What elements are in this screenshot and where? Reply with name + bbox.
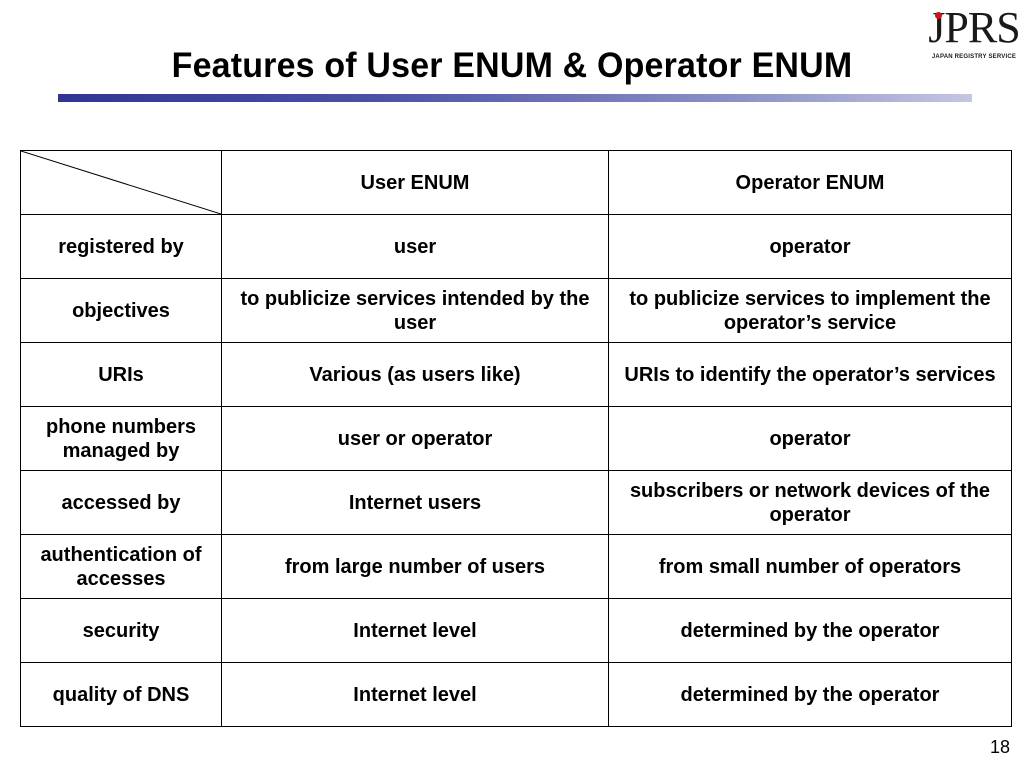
page-number: 18	[989, 737, 1010, 757]
table-row: URIs Various (as users like) URIs to ide…	[20, 342, 1012, 407]
operator-enum-cell: URIs to identify the operator’s services	[608, 342, 1012, 407]
corner-diagonal-line	[21, 151, 221, 214]
user-enum-cell: user or operator	[221, 406, 609, 471]
table-header-row: User ENUM Operator ENUM	[20, 150, 1012, 215]
table-row: phone numbers managed by user or operato…	[20, 406, 1012, 471]
slide-title: Features of User ENUM & Operator ENUM	[171, 46, 853, 85]
operator-enum-cell: from small number of operators	[608, 534, 1012, 599]
operator-enum-cell: determined by the operator	[608, 662, 1012, 727]
row-label: phone numbers managed by	[20, 406, 222, 471]
row-label: accessed by	[20, 470, 222, 535]
user-enum-cell: user	[221, 214, 609, 279]
operator-enum-cell: operator	[608, 214, 1012, 279]
table-corner-cell	[20, 150, 222, 215]
operator-enum-cell: subscribers or network devices of the op…	[608, 470, 1012, 535]
logo-red-dot	[935, 12, 942, 19]
table-row: authentication of accesses from large nu…	[20, 534, 1012, 599]
row-label: authentication of accesses	[20, 534, 222, 599]
table-row: security Internet level determined by th…	[20, 598, 1012, 663]
user-enum-cell: from large number of users	[221, 534, 609, 599]
user-enum-cell: Various (as users like)	[221, 342, 609, 407]
table-row: quality of DNS Internet level determined…	[20, 662, 1012, 727]
row-label: quality of DNS	[20, 662, 222, 727]
row-label: registered by	[20, 214, 222, 279]
user-enum-cell: Internet level	[221, 598, 609, 663]
table-row: accessed by Internet users subscribers o…	[20, 470, 1012, 535]
row-label: security	[20, 598, 222, 663]
header-user-enum: User ENUM	[221, 150, 609, 215]
row-label: objectives	[20, 278, 222, 343]
title-underline-bar	[58, 94, 972, 102]
user-enum-cell: Internet level	[221, 662, 609, 727]
table-row: objectives to publicize services intende…	[20, 278, 1012, 343]
table-row: registered by user operator	[20, 214, 1012, 279]
header-operator-enum: Operator ENUM	[608, 150, 1012, 215]
operator-enum-cell: to publicize services to implement the o…	[608, 278, 1012, 343]
user-enum-cell: to publicize services intended by the us…	[221, 278, 609, 343]
logo-text: JPRS	[928, 3, 1020, 52]
user-enum-cell: Internet users	[221, 470, 609, 535]
operator-enum-cell: operator	[608, 406, 1012, 471]
comparison-table: User ENUM Operator ENUM registered by us…	[20, 150, 1012, 727]
row-label: URIs	[20, 342, 222, 407]
jprs-logo: JPRS JAPAN REGISTRY SERVICE	[928, 4, 1024, 74]
logo-subtitle: JAPAN REGISTRY SERVICE	[931, 54, 1017, 60]
operator-enum-cell: determined by the operator	[608, 598, 1012, 663]
